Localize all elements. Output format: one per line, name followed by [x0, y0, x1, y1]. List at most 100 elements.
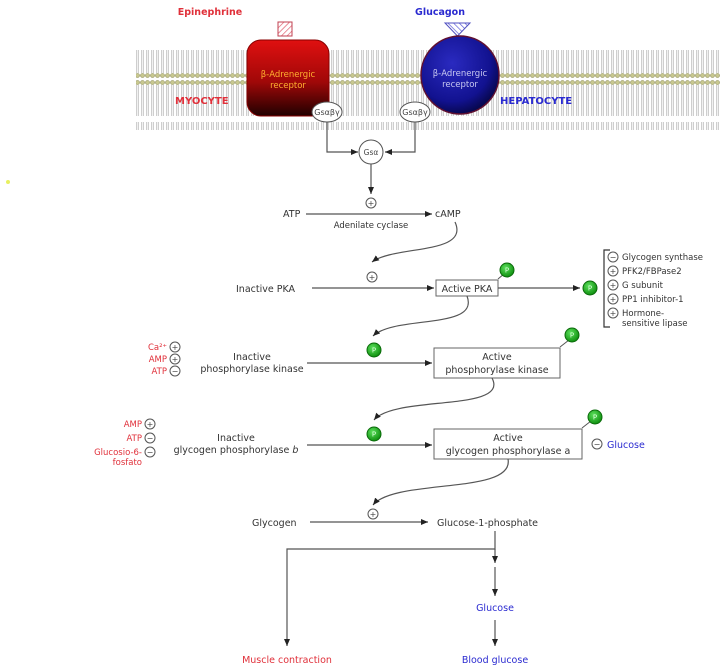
regulator-item: Glucosio-6-fosfato− [94, 446, 156, 468]
svg-text:+: + [147, 420, 154, 429]
pka-target-item: −Glycogen synthase [607, 251, 703, 263]
pka-target-item: + PP1 inhibitor-1 [607, 293, 684, 305]
step-pka-activation: + Inactive PKA Active PKA P P [236, 262, 598, 297]
regulator-label: Glucosio-6- [94, 448, 142, 458]
svg-text:+: + [610, 295, 617, 304]
svg-text:+: + [610, 281, 617, 290]
pka-target-label: G subunit [622, 281, 664, 291]
regulator-item: ATP− [152, 365, 181, 377]
artifact-dot [6, 180, 10, 184]
phosphate-icon [564, 327, 580, 343]
svg-text:P: P [372, 347, 376, 355]
svg-text:P: P [505, 267, 509, 275]
activation-symbol [607, 307, 619, 319]
activation-symbol [169, 353, 181, 365]
muscle-contraction-label: Muscle contraction [242, 655, 332, 666]
glucose-1-phosphate-label: Glucose-1-phosphate [437, 518, 538, 529]
svg-text:+: + [610, 309, 617, 318]
receptor-label-line1: β-Adrenergic [261, 70, 316, 80]
active-phk-label-line1: Active [482, 352, 512, 363]
step-adenylate-cyclase: + ATP cAMP Adenilate cyclase [283, 197, 461, 231]
epinephrine-ligand-shape [277, 21, 293, 37]
svg-text:+: + [370, 510, 377, 519]
regulator-label: fosfato [113, 458, 142, 468]
svg-text:Gsα: Gsα [364, 148, 379, 157]
inactive-phk-label-line2: phosphorylase kinase [200, 364, 303, 375]
activation-symbol [607, 265, 619, 277]
svg-text:−: − [147, 434, 154, 443]
pka-target-item: + PFK2/FBPase2 [607, 265, 682, 277]
pka-target-label: Glycogen synthase [622, 253, 703, 263]
activation-symbol [144, 418, 156, 430]
activation-symbol [169, 341, 181, 353]
pka-target-label: PFK2/FBPase2 [622, 267, 682, 277]
svg-text:+: + [369, 273, 376, 282]
step-glycogenolysis: + Glycogen Glucose-1-phosphate [252, 508, 538, 529]
inactive-pka-label: Inactive PKA [236, 284, 296, 295]
inhibition-symbol [591, 438, 603, 450]
svg-text:−: − [172, 367, 179, 376]
inhibition-symbol [144, 446, 156, 458]
cell-label-myocyte: MYOCYTE [175, 96, 229, 107]
receptor-myocyte: β-Adrenergic receptor [246, 39, 330, 117]
active-gp-box [433, 428, 583, 460]
regulator-label: AMP [149, 355, 167, 365]
active-gp-label-line1: Active [493, 433, 523, 444]
regulator-label: Ca²⁺ [148, 343, 167, 353]
activation-symbol [607, 293, 619, 305]
active-phk-box [433, 347, 561, 379]
cell-label-hepatocyte: HEPATOCYTE [500, 96, 572, 107]
glucagon-ligand-shape [443, 22, 472, 37]
svg-text:Gsαβγ: Gsαβγ [314, 108, 340, 117]
adenylate-cyclase-label: Adenilate cyclase [334, 221, 408, 231]
pka-target-label: sensitive lipase [622, 319, 687, 329]
svg-text:Gsαβγ: Gsαβγ [402, 108, 428, 117]
pka-target-item: + G subunit [607, 279, 664, 291]
inhibition-symbol [169, 365, 181, 377]
svg-text:+: + [610, 267, 617, 276]
regulator-item: AMP+ [124, 418, 156, 430]
pka-target-label: Hormone- [622, 309, 664, 319]
svg-text:−: − [147, 448, 154, 457]
svg-text:P: P [588, 285, 592, 293]
glucose-inhibitor-label: Glucose [607, 440, 645, 451]
receptor-label-line2: receptor [442, 80, 478, 90]
phosphate-icon [499, 262, 515, 278]
camp-label: cAMP [435, 209, 461, 220]
phosphate-icon [366, 426, 382, 442]
pka-target-label: PP1 inhibitor-1 [622, 295, 684, 305]
inactive-phk-label-line1: Inactive [233, 352, 271, 363]
regulator-label: ATP [127, 434, 142, 444]
atp-label: ATP [283, 209, 301, 220]
svg-text:+: + [172, 343, 179, 352]
regulator-label: ATP [152, 367, 167, 377]
blood-glucose-label: Blood glucose [462, 655, 529, 666]
regulator-item: ATP− [127, 432, 156, 444]
receptor-label-line1: β-Adrenergic [433, 69, 488, 79]
g-protein-alpha: Gsα [358, 139, 384, 165]
inactive-gp-label-line2: glycogen phosphorylase b [174, 445, 299, 456]
active-gp-label-line2: glycogen phosphorylase a [446, 446, 571, 457]
svg-text:P: P [372, 431, 376, 439]
active-phk-label-line2: phosphorylase kinase [445, 365, 548, 376]
svg-text:+: + [368, 199, 375, 208]
svg-text:P: P [570, 332, 574, 340]
receptor-hepatocyte: β-Adrenergic receptor [420, 35, 500, 115]
step-glycogen-phosphorylase: P Inactive glycogen phosphorylase b Acti… [94, 409, 645, 468]
step-phosphorylase-kinase: P Inactive phosphorylase kinase Active p… [148, 327, 580, 379]
glucose-outcome-label: Glucose [476, 603, 514, 614]
active-pka-label: Active PKA [442, 284, 493, 295]
pka-target-item: + Hormone-sensitive lipase [607, 307, 687, 329]
phosphate-icon [366, 342, 382, 358]
svg-text:−: − [610, 253, 617, 262]
glycogen-label: Glycogen [252, 518, 297, 529]
inactive-gp-label-line1: Inactive [217, 433, 255, 444]
ligand-glucagon: Glucagon [415, 7, 465, 18]
svg-text:−: − [594, 440, 601, 449]
inhibition-symbol [607, 251, 619, 263]
phosphate-icon [582, 280, 598, 296]
g-protein-left: Gsαβγ [311, 101, 343, 123]
activation-symbol [607, 279, 619, 291]
svg-text:P: P [593, 414, 597, 422]
